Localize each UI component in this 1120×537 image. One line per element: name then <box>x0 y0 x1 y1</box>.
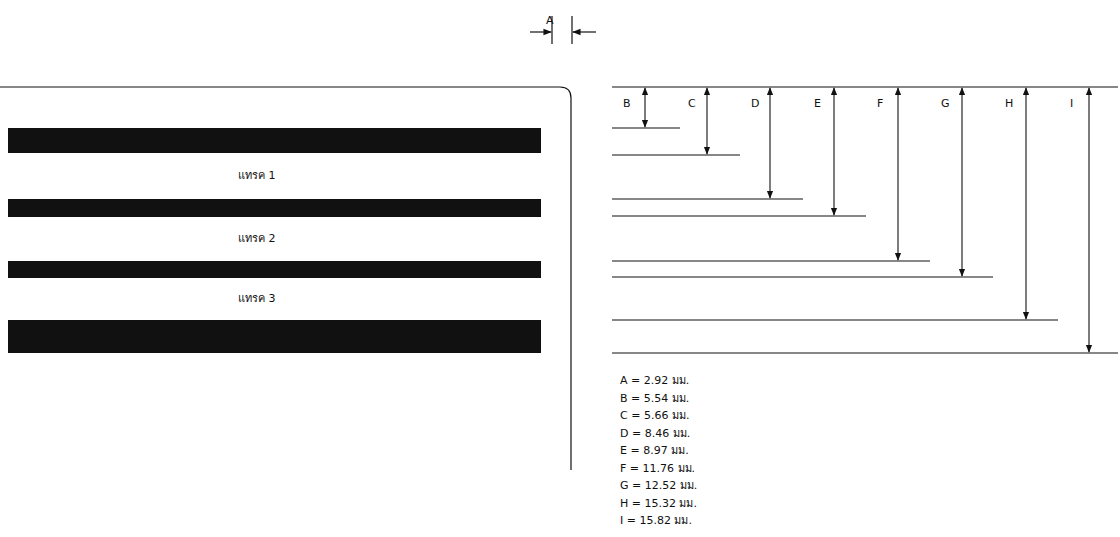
track-label: แทรค 1 <box>238 169 276 182</box>
dimension-letter: C <box>688 97 696 110</box>
layer-bands <box>8 128 541 353</box>
dimension-lines <box>612 87 1118 353</box>
dimension-letter: I <box>1070 97 1073 110</box>
outline <box>0 16 596 470</box>
dimension-value: I = 15.82 มม. <box>620 514 692 527</box>
track-band: แทรค 3 <box>8 278 541 320</box>
dimension-value: C = 5.66 มม. <box>620 409 689 422</box>
dimension-letter: G <box>941 97 950 110</box>
dimension-letter: F <box>877 97 883 110</box>
dimension-letter: H <box>1005 97 1013 110</box>
dimension-value: F = 11.76 มม. <box>620 462 695 475</box>
dimension-letter: A <box>546 14 554 27</box>
dimension-letter: B <box>623 97 631 110</box>
track-label: แทรค 2 <box>238 232 276 245</box>
dimension-letter: D <box>751 97 759 110</box>
dimension-value: E = 8.97 มม. <box>620 444 689 457</box>
dimension-value: D = 8.46 มม. <box>620 427 690 440</box>
dimension-letter: E <box>814 97 821 110</box>
dimension-value: G = 12.52 มม. <box>620 479 697 492</box>
track-band: แทรค 2 <box>8 217 541 261</box>
dimension-value: A = 2.92 มม. <box>620 374 689 387</box>
track-label: แทรค 3 <box>238 292 276 305</box>
dimension-value: B = 5.54 มม. <box>620 392 689 405</box>
track-band: แทรค 1 <box>8 153 541 199</box>
dimension-value: H = 15.32 มม. <box>620 497 697 510</box>
